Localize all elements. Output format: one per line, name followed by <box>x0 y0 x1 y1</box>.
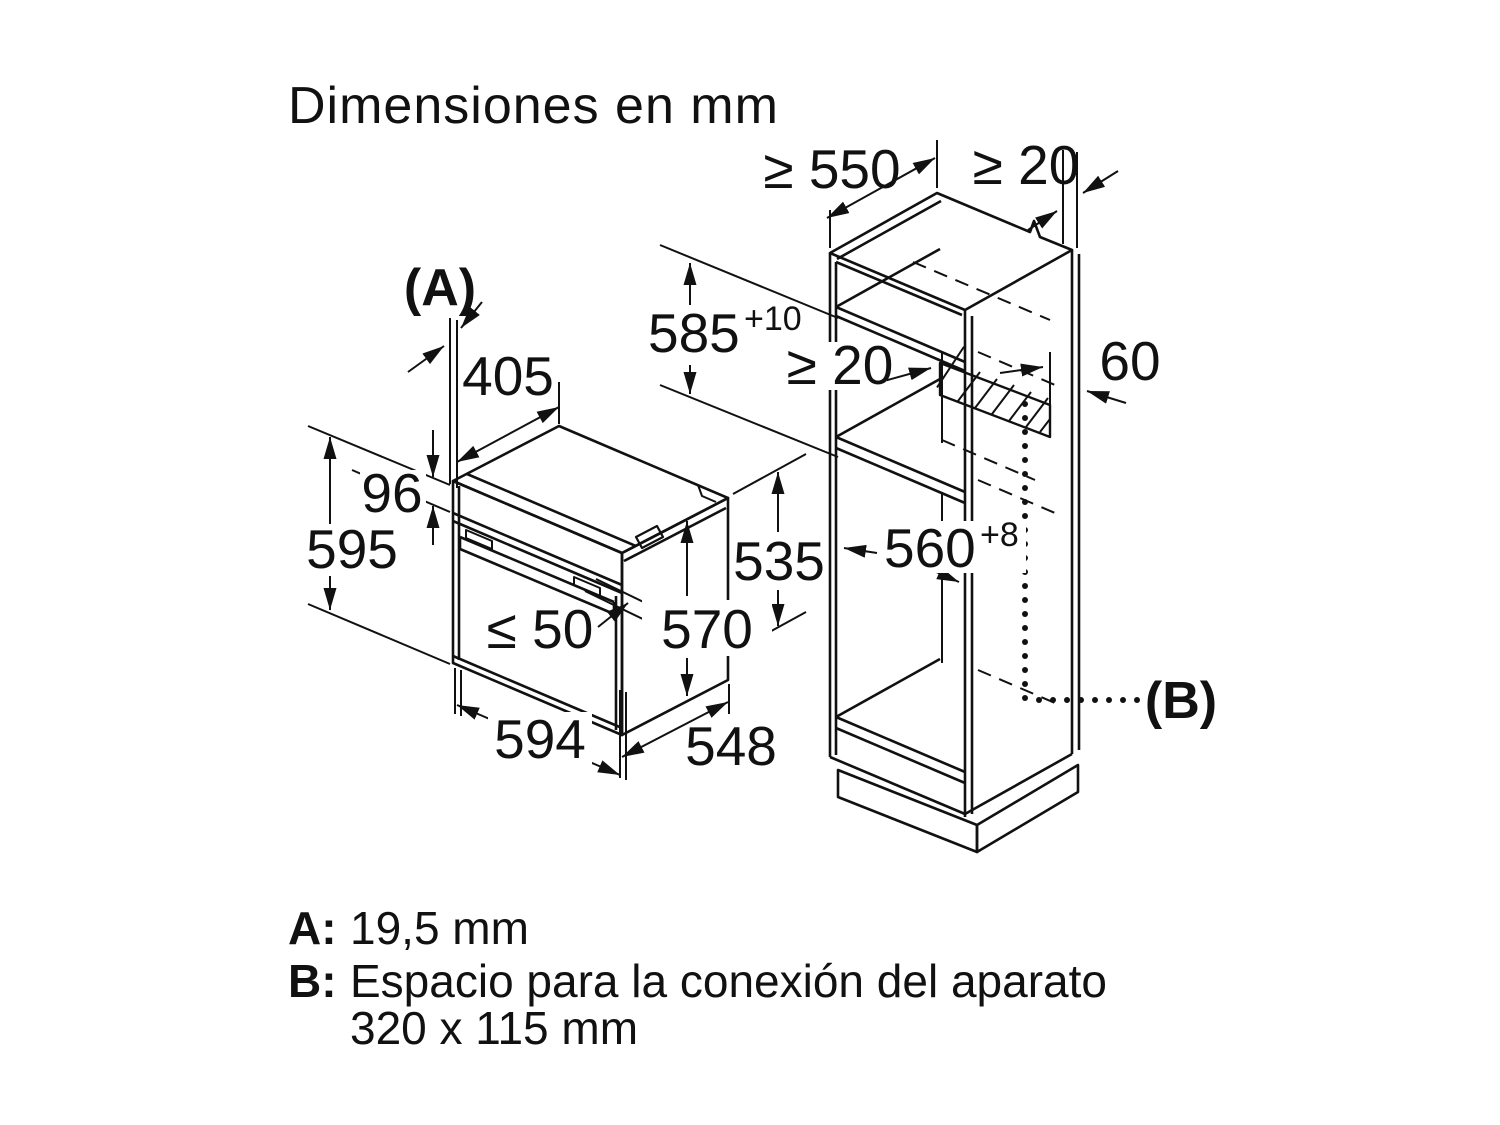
legend-key-b: B: <box>288 954 337 1007</box>
label-595: 595 <box>306 518 398 580</box>
connection-space-strip <box>936 346 1052 439</box>
label-top-rear-gap: ≥ 20 <box>973 134 1080 196</box>
label-585: 585 <box>648 302 740 364</box>
page-title: Dimensiones en mm <box>288 77 779 135</box>
label-rear-clearance: ≥ 20 <box>787 334 894 396</box>
legend-value-b-line1: Espacio para la conexión del aparato <box>350 954 1107 1007</box>
label-A-ref: (A) <box>404 259 476 317</box>
label-405: 405 <box>462 345 554 407</box>
label-560-tolerance: +8 <box>980 516 1019 554</box>
label-560: 560 <box>884 517 976 579</box>
label-535: 535 <box>733 530 825 592</box>
legend-row-a: A: 19,5 mm <box>288 905 1107 952</box>
label-backplates <box>292 306 1026 766</box>
legend-value-b-line2: 320 x 115 mm <box>350 1001 639 1054</box>
legend-row-b: B: Espacio para la conexión del aparato … <box>288 954 1107 1054</box>
label-548: 548 <box>685 715 777 777</box>
connection-leader-dotted <box>1022 401 1140 703</box>
label-585-tolerance: +10 <box>744 300 802 338</box>
dimension-labels: (A) 405 96 595 ≤ 50 570 535 594 548 ≥ 55… <box>306 134 1217 777</box>
label-B-ref: (B) <box>1145 672 1217 730</box>
dimension-lines <box>307 140 1127 780</box>
oven-drawing <box>451 424 730 737</box>
legend-value-b: Espacio para la conexión del aparato 320… <box>350 954 1107 1054</box>
label-handle-clearance: ≤ 50 <box>487 598 594 660</box>
label-594: 594 <box>494 708 586 770</box>
label-96: 96 <box>361 462 422 524</box>
legend-value-a: 19,5 mm <box>350 902 529 954</box>
label-570: 570 <box>661 598 753 660</box>
label-min-depth: ≥ 550 <box>763 138 900 200</box>
legend: A: 19,5 mm B: Espacio para la conexión d… <box>288 905 1107 1058</box>
label-60: 60 <box>1099 330 1160 392</box>
legend-key-a: A: <box>288 902 337 954</box>
